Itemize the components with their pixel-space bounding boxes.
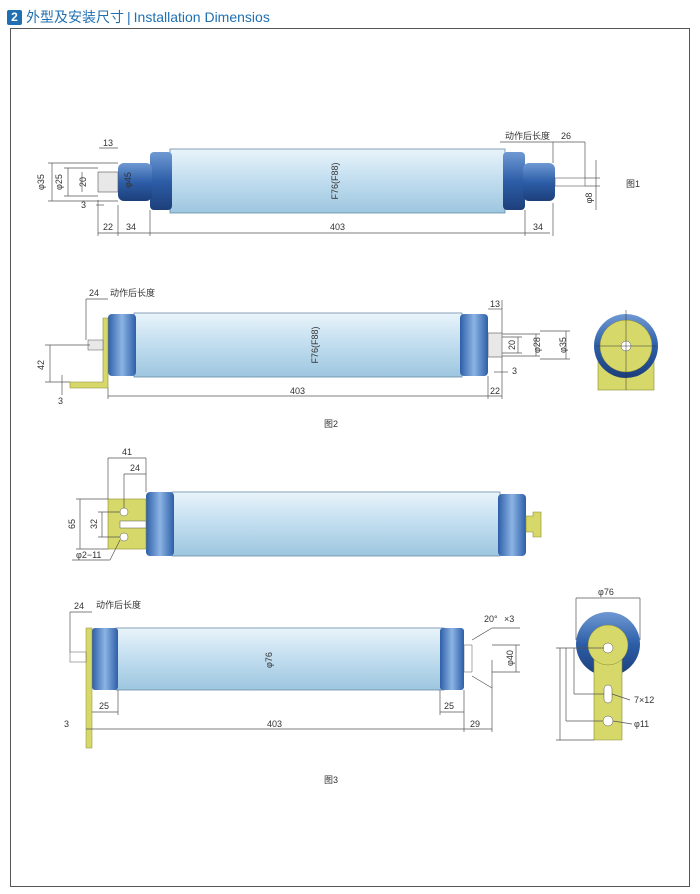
dim-label: 24 <box>89 288 99 298</box>
dim-label: 403 <box>290 386 305 396</box>
figure-3-end-view: φ76 7×12 φ11 <box>556 587 654 741</box>
after-action-length-label: 动作后长度 <box>110 287 155 298</box>
end-cap-right <box>460 314 488 376</box>
terminal-right <box>523 163 555 201</box>
dim-label: φ25 <box>54 174 64 190</box>
dim-label: 7×12 <box>634 695 654 705</box>
fuse-model-label: F76(F88) <box>330 162 340 199</box>
section-title-cn: 外型及安装尺寸 <box>26 10 124 26</box>
dim-label: 41 <box>122 447 132 457</box>
figure-label: 图2 <box>324 419 338 429</box>
mounting-bracket <box>69 317 109 389</box>
end-cap-right <box>503 152 525 210</box>
dim-label: 3 <box>512 366 517 376</box>
dim-label: φ40 <box>505 650 515 666</box>
figure-2: F76(F88) 动作后长度 24 42 3 403 22 13 20 φ28 … <box>36 287 658 429</box>
fuse-tube <box>115 627 445 691</box>
figure-1: F76(F88) φ35 φ25 20 φ45 13 3 22 34 403 3… <box>36 130 640 236</box>
dim-label: 3 <box>58 396 63 406</box>
dim-label: 20 <box>507 340 517 350</box>
dim-label: 65 <box>67 519 77 529</box>
dim-label: φ76 <box>264 652 274 668</box>
dim-label: φ2−11 <box>76 550 101 560</box>
dim-label: φ28 <box>532 337 542 353</box>
drawing-frame <box>10 28 690 887</box>
title-separator: | <box>127 9 131 25</box>
dim-label: 13 <box>490 299 500 309</box>
end-view-bracket <box>594 310 658 391</box>
striker-pin <box>69 651 87 663</box>
dim-label: 22 <box>103 222 113 232</box>
dim-label: 403 <box>267 719 282 729</box>
dim-label: φ35 <box>36 174 46 190</box>
dim-label: 22 <box>490 386 500 396</box>
dim-label: φ76 <box>598 587 614 597</box>
dim-label: 13 <box>103 138 113 148</box>
dim-label: 24 <box>130 463 140 473</box>
fuse-tube <box>133 312 463 378</box>
dim-label: 25 <box>444 701 454 711</box>
dim-label: 24 <box>74 601 84 611</box>
striker-pin <box>87 339 104 351</box>
dim-label: ×3 <box>504 614 514 624</box>
figure-label: 图3 <box>324 775 338 785</box>
section-number-badge: 2 <box>7 9 22 25</box>
section-title-en: Installation Dimensios <box>133 9 270 25</box>
dim-label: 29 <box>470 719 480 729</box>
figure-3-top: 41 24 65 32 φ2−11 <box>67 447 542 561</box>
end-cap-left <box>92 628 118 690</box>
end-cap-right <box>498 494 526 556</box>
end-terminal <box>525 511 542 538</box>
dim-label: 34 <box>126 222 136 232</box>
striker-pin <box>554 177 586 187</box>
dim-label: φ11 <box>634 719 649 729</box>
dim-label: φ8 <box>584 193 594 204</box>
contact-pin-right <box>487 332 503 358</box>
fuse-model-label: F76(F88) <box>310 326 320 363</box>
dim-label: φ45 <box>123 172 133 188</box>
fuse-tube <box>171 491 501 557</box>
figure-label: 图1 <box>626 179 640 189</box>
dim-label: 32 <box>89 519 99 529</box>
dim-label: 42 <box>36 360 46 370</box>
contact-pin-left <box>97 171 119 193</box>
dim-label: 403 <box>330 222 345 232</box>
dim-label: 34 <box>533 222 543 232</box>
end-cap-left <box>108 314 136 376</box>
dim-label: 3 <box>81 200 86 210</box>
end-cap-left <box>150 152 172 210</box>
after-action-length-label: 动作后长度 <box>505 130 550 141</box>
dim-label: 26 <box>561 131 571 141</box>
figure-3-bottom: φ76 动作后长度 24 25 25 3 403 29 20° ×3 φ40 图… <box>64 599 520 785</box>
section-header: 2 外型及安装尺寸 | Installation Dimensios <box>7 7 270 27</box>
dim-label: φ35 <box>558 337 568 353</box>
after-action-length-label: 动作后长度 <box>96 599 141 610</box>
mounting-bracket <box>85 627 93 749</box>
end-cap-left <box>146 492 174 556</box>
dim-label: 3 <box>64 719 69 729</box>
dim-label: 20 <box>78 177 88 187</box>
dim-label: 20° <box>484 614 498 624</box>
dim-label: 25 <box>99 701 109 711</box>
terminal-left <box>118 163 152 201</box>
end-cap-right <box>440 628 464 690</box>
